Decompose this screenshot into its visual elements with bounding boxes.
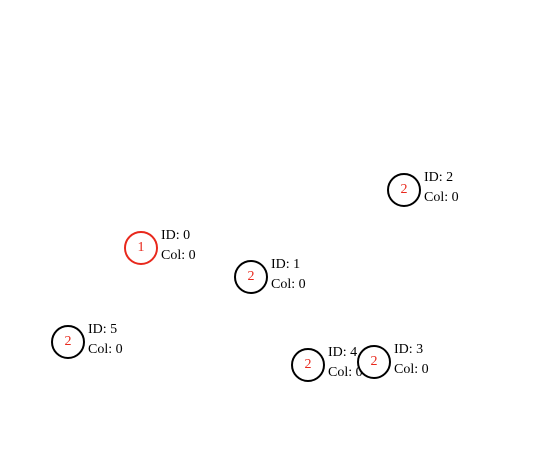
- node-label: ID: 0 Col: 0: [161, 226, 196, 266]
- node-col-text: Col: 0: [161, 248, 196, 263]
- node-label: ID: 4 Col: 0: [328, 343, 363, 383]
- node-value: 2: [370, 354, 378, 369]
- node-value: 2: [247, 269, 255, 284]
- node-col-text: Col: 0: [271, 277, 306, 292]
- graph-node[interactable]: 2: [291, 348, 325, 382]
- node-label: ID: 1 Col: 0: [271, 255, 306, 295]
- graph-node[interactable]: 2: [387, 173, 421, 207]
- node-id-text: ID: 0: [161, 228, 191, 243]
- node-col-text: Col: 0: [424, 190, 459, 205]
- node-label: ID: 5 Col: 0: [88, 320, 123, 360]
- node-id-text: ID: 4: [328, 345, 358, 360]
- node-id-text: ID: 5: [88, 322, 118, 337]
- node-id-text: ID: 3: [394, 342, 424, 357]
- node-id-text: ID: 1: [271, 257, 301, 272]
- node-id-text: ID: 2: [424, 170, 454, 185]
- node-value: 2: [304, 357, 312, 372]
- node-value: 2: [400, 182, 408, 197]
- graph-node-selected[interactable]: 1: [124, 231, 158, 265]
- node-value: 2: [64, 334, 72, 349]
- graph-node[interactable]: 2: [234, 260, 268, 294]
- graph-node[interactable]: 2: [51, 325, 85, 359]
- graph-node[interactable]: 2: [357, 345, 391, 379]
- node-label: ID: 3 Col: 0: [394, 340, 429, 380]
- node-label: ID: 2 Col: 0: [424, 168, 459, 208]
- node-col-text: Col: 0: [394, 362, 429, 377]
- node-value: 1: [137, 240, 145, 255]
- node-col-text: Col: 0: [88, 342, 123, 357]
- node-col-text: Col: 0: [328, 365, 363, 380]
